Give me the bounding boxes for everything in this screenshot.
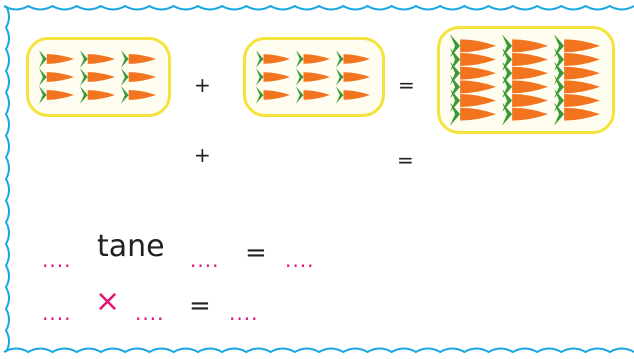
carrot-icon: [502, 34, 548, 58]
carrot-icon: [256, 68, 290, 86]
carrot-icon: [336, 86, 370, 104]
carrot-grid-total: [450, 34, 600, 126]
carrot-icon: [80, 68, 115, 86]
carrot-grid-b: [256, 50, 370, 104]
carrot-group-a: [26, 37, 171, 117]
carrot-icon: [450, 102, 496, 126]
carrot-icon: [336, 50, 370, 68]
carrot-icon: [450, 61, 496, 85]
carrot-icon: [256, 86, 290, 104]
carrot-grid-a: [39, 50, 156, 104]
carrot-icon: [121, 68, 156, 86]
blank-line1-b[interactable]: ....: [190, 248, 220, 272]
carrot-group-total: [437, 26, 615, 134]
carrot-icon: [121, 86, 156, 104]
word-tane: tane: [97, 229, 165, 264]
plus-sign-row1: +: [194, 73, 211, 97]
carrot-icon: [39, 50, 74, 68]
blank-line2-a[interactable]: ....: [42, 301, 72, 325]
equals-sign-row2: =: [397, 148, 414, 172]
carrot-icon: [39, 68, 74, 86]
carrot-icon: [502, 47, 548, 72]
border-wave: [3, 347, 634, 354]
carrot-icon: [39, 86, 74, 104]
carrot-icon: [502, 102, 548, 126]
carrot-icon: [450, 47, 496, 72]
carrot-icon: [554, 61, 600, 85]
carrot-icon: [121, 50, 156, 68]
border-wave: [3, 4, 634, 11]
carrot-icon: [554, 47, 600, 72]
carrot-icon: [256, 50, 290, 68]
times-sign: ×: [95, 284, 121, 319]
carrot-icon: [554, 102, 600, 126]
equals-sign-row1: =: [398, 73, 415, 97]
border-wave: [4, 5, 10, 353]
blank-line2-b[interactable]: ....: [135, 301, 165, 325]
carrot-icon: [296, 86, 330, 104]
blank-line2-c[interactable]: ....: [229, 301, 259, 325]
blank-line1-c[interactable]: ....: [285, 248, 315, 272]
carrot-group-b: [243, 37, 385, 117]
carrot-icon: [450, 34, 496, 58]
carrot-icon: [80, 50, 115, 68]
carrot-icon: [296, 50, 330, 68]
carrot-icon: [502, 61, 548, 85]
carrot-icon: [554, 34, 600, 58]
blank-line1-a[interactable]: ....: [42, 248, 72, 272]
equals-sign-line2: =: [189, 291, 211, 321]
carrot-icon: [296, 68, 330, 86]
carrot-icon: [80, 86, 115, 104]
equals-sign-line1: =: [245, 238, 267, 268]
plus-sign-row2: +: [194, 143, 211, 167]
carrot-icon: [336, 68, 370, 86]
